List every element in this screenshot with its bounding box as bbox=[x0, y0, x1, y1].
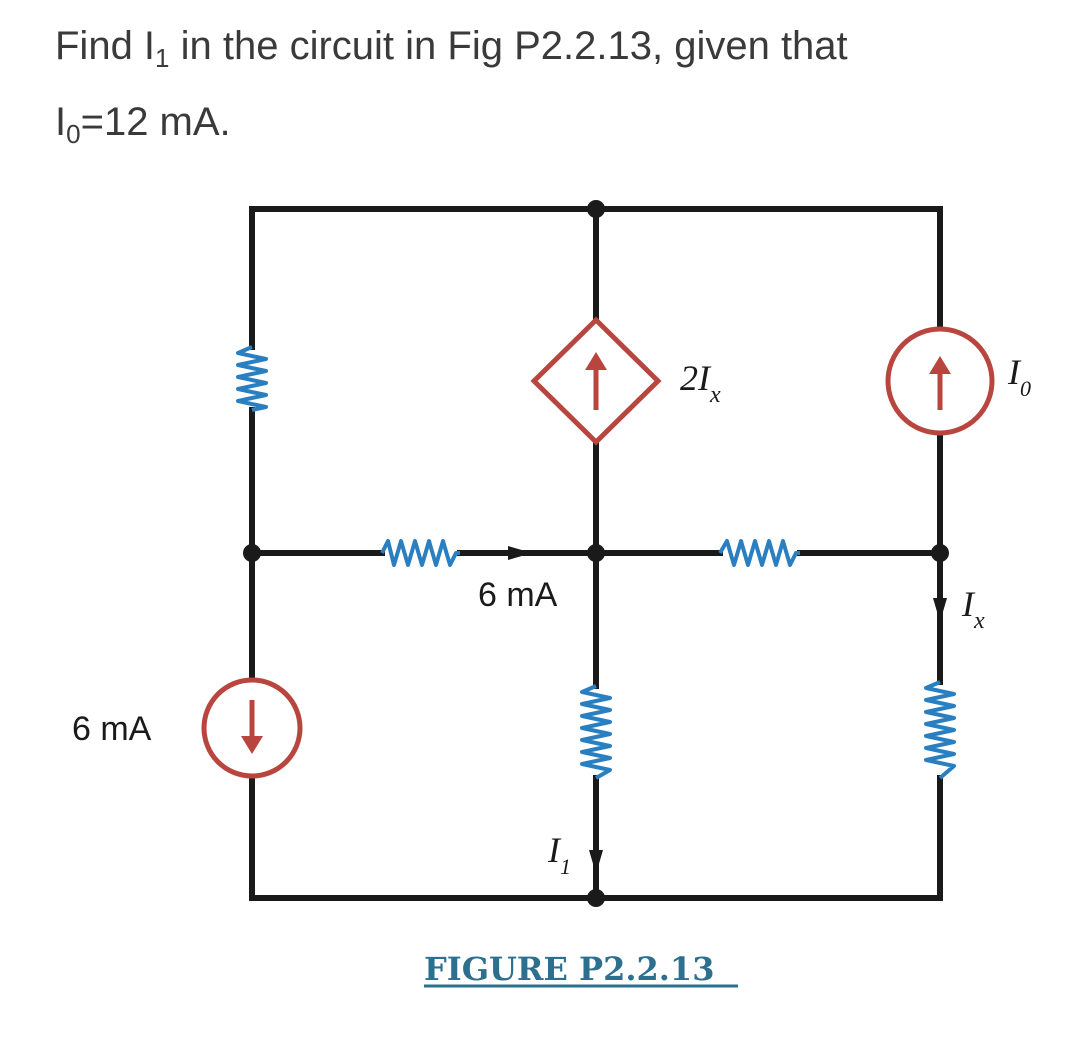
io-label: I0 bbox=[1007, 352, 1031, 401]
resistor-right-lower bbox=[924, 680, 956, 780]
question-part-1: Find I bbox=[55, 24, 156, 68]
left-source-label: 6 mA bbox=[72, 710, 152, 748]
resistor-left-upper bbox=[236, 345, 268, 412]
i1-label: I1 bbox=[547, 830, 571, 879]
question-part-4: =12 mA. bbox=[80, 100, 231, 144]
resistor-middle-left bbox=[380, 539, 460, 567]
node-dot bbox=[587, 889, 605, 907]
resistor-center-lower bbox=[580, 684, 612, 780]
question-part-2: in the circuit in Fig P2.2.13, given tha… bbox=[169, 24, 848, 68]
ix-label: Ix bbox=[961, 584, 985, 634]
node-dot bbox=[931, 544, 949, 562]
dependent-source-label: 2Ix bbox=[680, 358, 721, 408]
resistor-middle-right bbox=[718, 539, 800, 567]
node-dot bbox=[587, 200, 605, 218]
nodes bbox=[243, 200, 949, 907]
arrow-down-icon bbox=[589, 850, 603, 874]
figure-caption: FIGURE P2.2.13 bbox=[424, 950, 714, 988]
question-sub-1: 1 bbox=[155, 43, 170, 73]
arrow-right-icon bbox=[508, 546, 532, 560]
question-part-3: I bbox=[55, 100, 67, 144]
node-dot bbox=[243, 544, 261, 562]
node-dot bbox=[587, 544, 605, 562]
question-text: Find I1 in the circuit in Fig P2.2.13, g… bbox=[55, 14, 1055, 166]
question-sub-2: 0 bbox=[66, 119, 81, 149]
current-source-io bbox=[885, 326, 995, 436]
middle-current-label: 6 mA bbox=[478, 576, 558, 614]
dependent-current-source bbox=[530, 316, 662, 446]
arrow-down-icon bbox=[933, 598, 947, 622]
current-source-left bbox=[201, 677, 303, 779]
